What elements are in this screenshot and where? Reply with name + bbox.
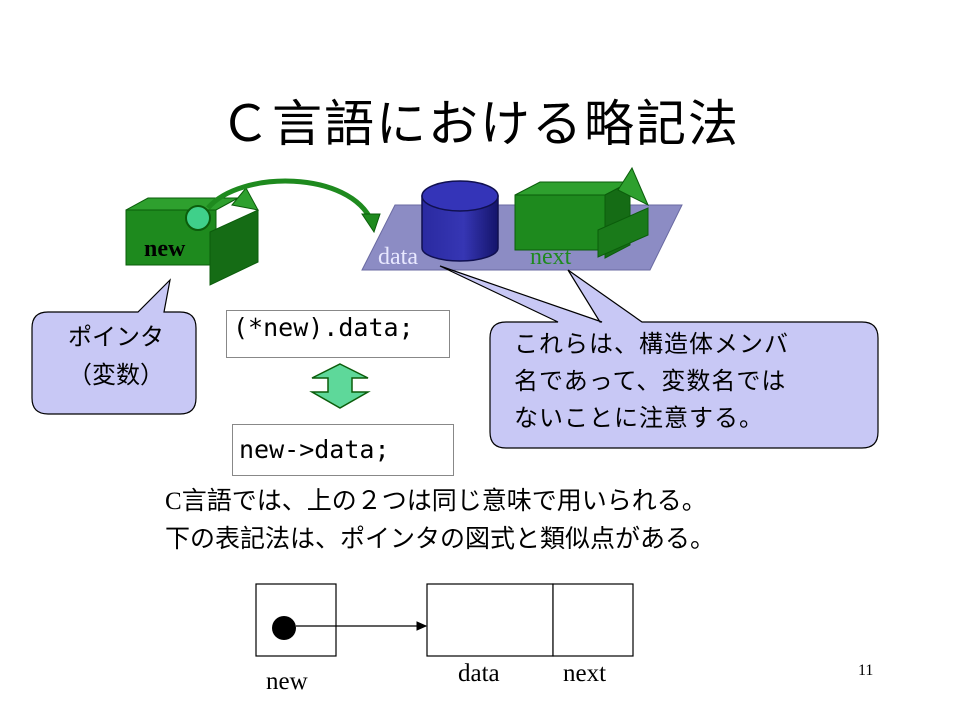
note-bubble-line3: ないことに注意する。	[514, 404, 764, 432]
data-cylinder-icon	[421, 180, 499, 262]
page-number: 11	[858, 662, 874, 679]
pointer-curve-arrow	[206, 178, 375, 224]
note-bubble-text: これらは、構造体メンバ 名であって、変数名では ないことに注意する。	[514, 326, 870, 437]
body-text-line1: C言語では、上の２つは同じ意味で用いられる。	[165, 482, 905, 520]
bottom-next-box	[552, 583, 634, 657]
bottom-data-label: data	[458, 660, 500, 687]
note-bubble-line2: 名であって、変数名では	[514, 367, 787, 395]
pointer-bubble-line2: （変数）	[68, 361, 164, 389]
top-next-label: next	[530, 244, 572, 270]
bottom-next-label: next	[563, 660, 607, 687]
body-text-c-prefix: C	[165, 488, 182, 515]
new-pointer-box-icon	[125, 187, 259, 286]
page-title: Ｃ言語における略記法	[220, 95, 740, 153]
equivalence-arrow-icon	[309, 363, 371, 409]
bottom-pointer-box	[255, 583, 337, 657]
bottom-new-label: new	[266, 668, 308, 695]
code-expression-arrow: new->data;	[232, 424, 454, 476]
next-box-icon	[514, 166, 650, 259]
body-text-line2: 下の表記法は、ポインタの図式と類似点がある。	[165, 524, 716, 553]
body-text: C言語では、上の２つは同じ意味で用いられる。 下の表記法は、ポインタの図式と類似…	[165, 482, 905, 557]
code-expression-deref: (*new).data;	[226, 310, 450, 358]
top-new-label: new	[144, 236, 186, 262]
bottom-data-box	[426, 583, 554, 657]
pointer-curve-arrowhead-icon	[361, 213, 381, 234]
pointer-dot-icon	[185, 205, 211, 231]
top-data-label: data	[378, 244, 418, 270]
pointer-bubble-text: ポインタ （変数）	[36, 318, 196, 394]
note-bubble-line1: これらは、構造体メンバ	[514, 330, 789, 358]
bottom-pointer-dot-icon	[272, 616, 296, 640]
pointer-bubble-line1: ポインタ	[68, 323, 164, 351]
note-bubble	[439, 265, 879, 449]
body-text-line1-main: 言語では、上の２つは同じ意味で用いられる。	[181, 486, 707, 515]
pointer-bubble	[31, 278, 197, 415]
